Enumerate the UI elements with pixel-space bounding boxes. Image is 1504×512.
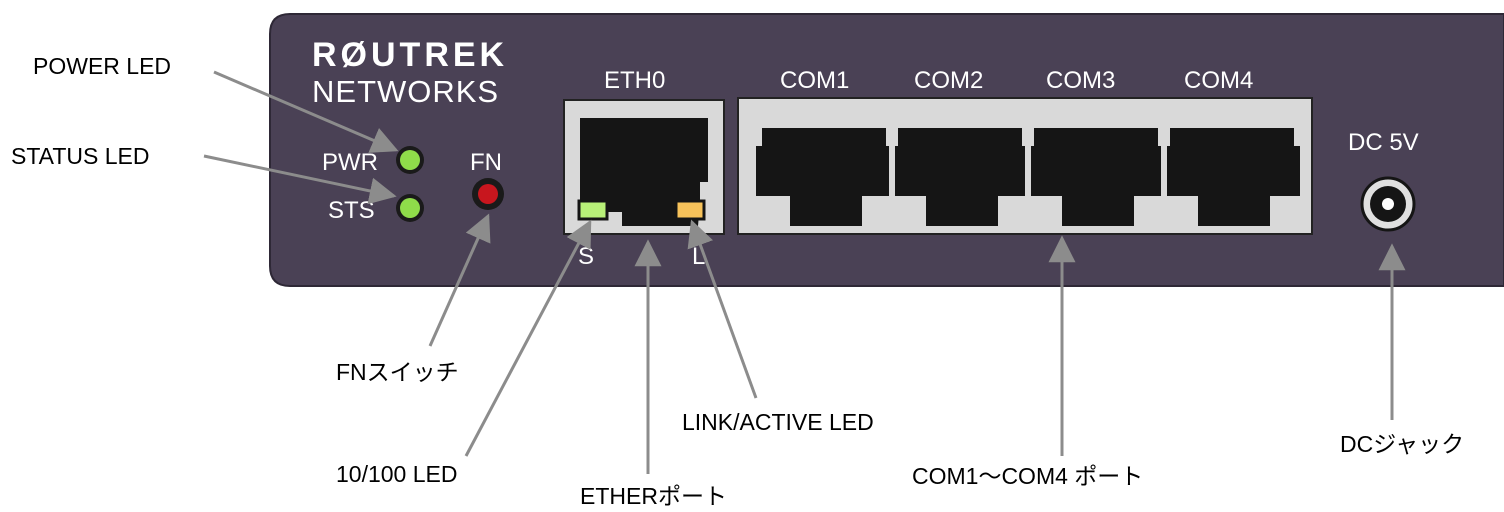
com1-port[interactable] [756, 128, 892, 226]
eth-s-label: S [578, 243, 594, 270]
com4-port[interactable] [1164, 128, 1300, 226]
power-led-callout-line [213, 70, 399, 153]
com1-label: COM1 [780, 67, 849, 94]
brand-line1: RØUTREK [312, 36, 508, 74]
callout-lines [203, 70, 1406, 474]
com3-label: COM3 [1046, 67, 1115, 94]
com2-port[interactable] [892, 128, 1028, 226]
speed-led-callout-line [464, 219, 592, 457]
com3-port[interactable] [1028, 128, 1164, 226]
brand-logo: RØUTREK NETWORKS [312, 36, 508, 109]
power-led-light [400, 150, 420, 170]
callout-com-ports: COM1～COM4 ポート [912, 463, 1143, 489]
callout-status-led: STATUS LED [11, 143, 149, 169]
status-led-light [400, 198, 420, 218]
fn-switch-callout-line [428, 213, 491, 347]
status-led-callout-line [203, 154, 397, 205]
callout-link-led: LINK/ACTIVE LED [682, 409, 874, 435]
dc-label: DC 5V [1348, 129, 1419, 156]
callout-power-led: POWER LED [33, 53, 171, 79]
brand-line2: NETWORKS [312, 74, 499, 109]
eth-port[interactable] [580, 118, 708, 226]
callout-fn-switch: FNスイッチ [336, 359, 459, 385]
dc-jack-pin [1382, 198, 1394, 210]
callout-ether-port: ETHERポート [580, 483, 727, 509]
eth-link-led [674, 199, 706, 221]
fn-label: FN [470, 149, 502, 176]
callout-speed-led: 10/100 LED [336, 461, 457, 487]
sts-label: STS [328, 197, 375, 224]
com4-label: COM4 [1184, 67, 1253, 94]
callout-dc-jack: DCジャック [1340, 431, 1464, 457]
pwr-label: PWR [322, 149, 378, 176]
com2-label: COM2 [914, 67, 983, 94]
eth-speed-led [577, 199, 609, 221]
link-led-callout-line [687, 219, 758, 399]
fn-switch-button[interactable] [478, 184, 498, 204]
eth-label: ETH0 [604, 67, 665, 94]
